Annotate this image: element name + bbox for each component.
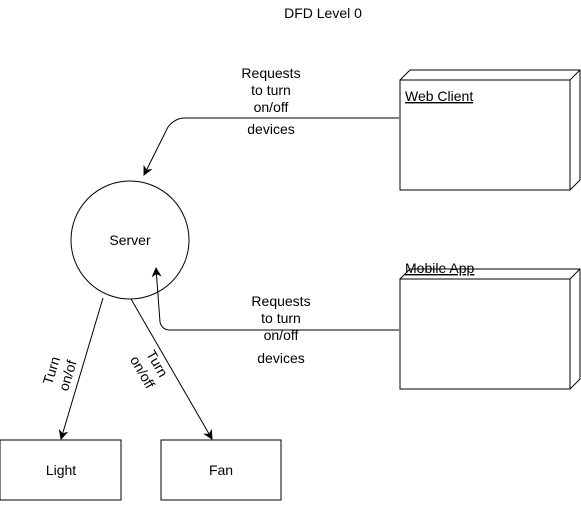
web-to-server-label: Requests to turn on/off devices [241, 65, 300, 137]
web-client-box [399, 79, 571, 191]
server-to-fan-label: Turn on/off [127, 347, 171, 391]
web-flow-line-4: devices [247, 121, 294, 137]
mobile-app-entity[interactable]: Mobile App [399, 260, 581, 390]
light-entity[interactable]: Light [0, 439, 122, 501]
light-flow-line-1: Turn [39, 355, 63, 387]
mobile-app-box [399, 278, 571, 390]
server-to-light-label: Turn on/of [39, 355, 79, 393]
server-label: Server [109, 232, 151, 248]
mobile-flow-line-1: Requests [251, 293, 310, 309]
web-client-label: Web Client [405, 88, 473, 104]
fan-entity[interactable]: Fan [160, 439, 282, 501]
light-label: Light [46, 462, 76, 478]
mobile-to-server-label: Requests to turn on/off devices [251, 293, 310, 366]
mobile-flow-line-4: devices [257, 350, 304, 366]
web-flow-line-1: Requests [241, 65, 300, 81]
fan-box [160, 439, 282, 501]
web-flow-line-3: on/off [254, 99, 289, 115]
server-to-fan-arrow[interactable] [130, 298, 213, 440]
diagram-title: DFD Level 0 [284, 5, 362, 21]
server-process[interactable]: Server [70, 180, 190, 300]
web-to-server-arrow[interactable] [143, 117, 399, 176]
mobile-app-depth-edge [569, 268, 581, 280]
fan-label: Fan [209, 462, 233, 478]
light-box [0, 439, 122, 501]
web-client-entity[interactable]: Web Client [399, 69, 581, 191]
mobile-flow-line-2: to turn [261, 310, 301, 326]
server-to-light-arrow[interactable] [58, 297, 104, 440]
web-flow-line-2: to turn [251, 82, 291, 98]
mobile-flow-line-3: on/off [264, 327, 299, 343]
mobile-to-server-arrow[interactable] [151, 267, 399, 331]
mobile-app-label: Mobile App [405, 260, 474, 276]
web-client-depth-edge [569, 69, 581, 81]
